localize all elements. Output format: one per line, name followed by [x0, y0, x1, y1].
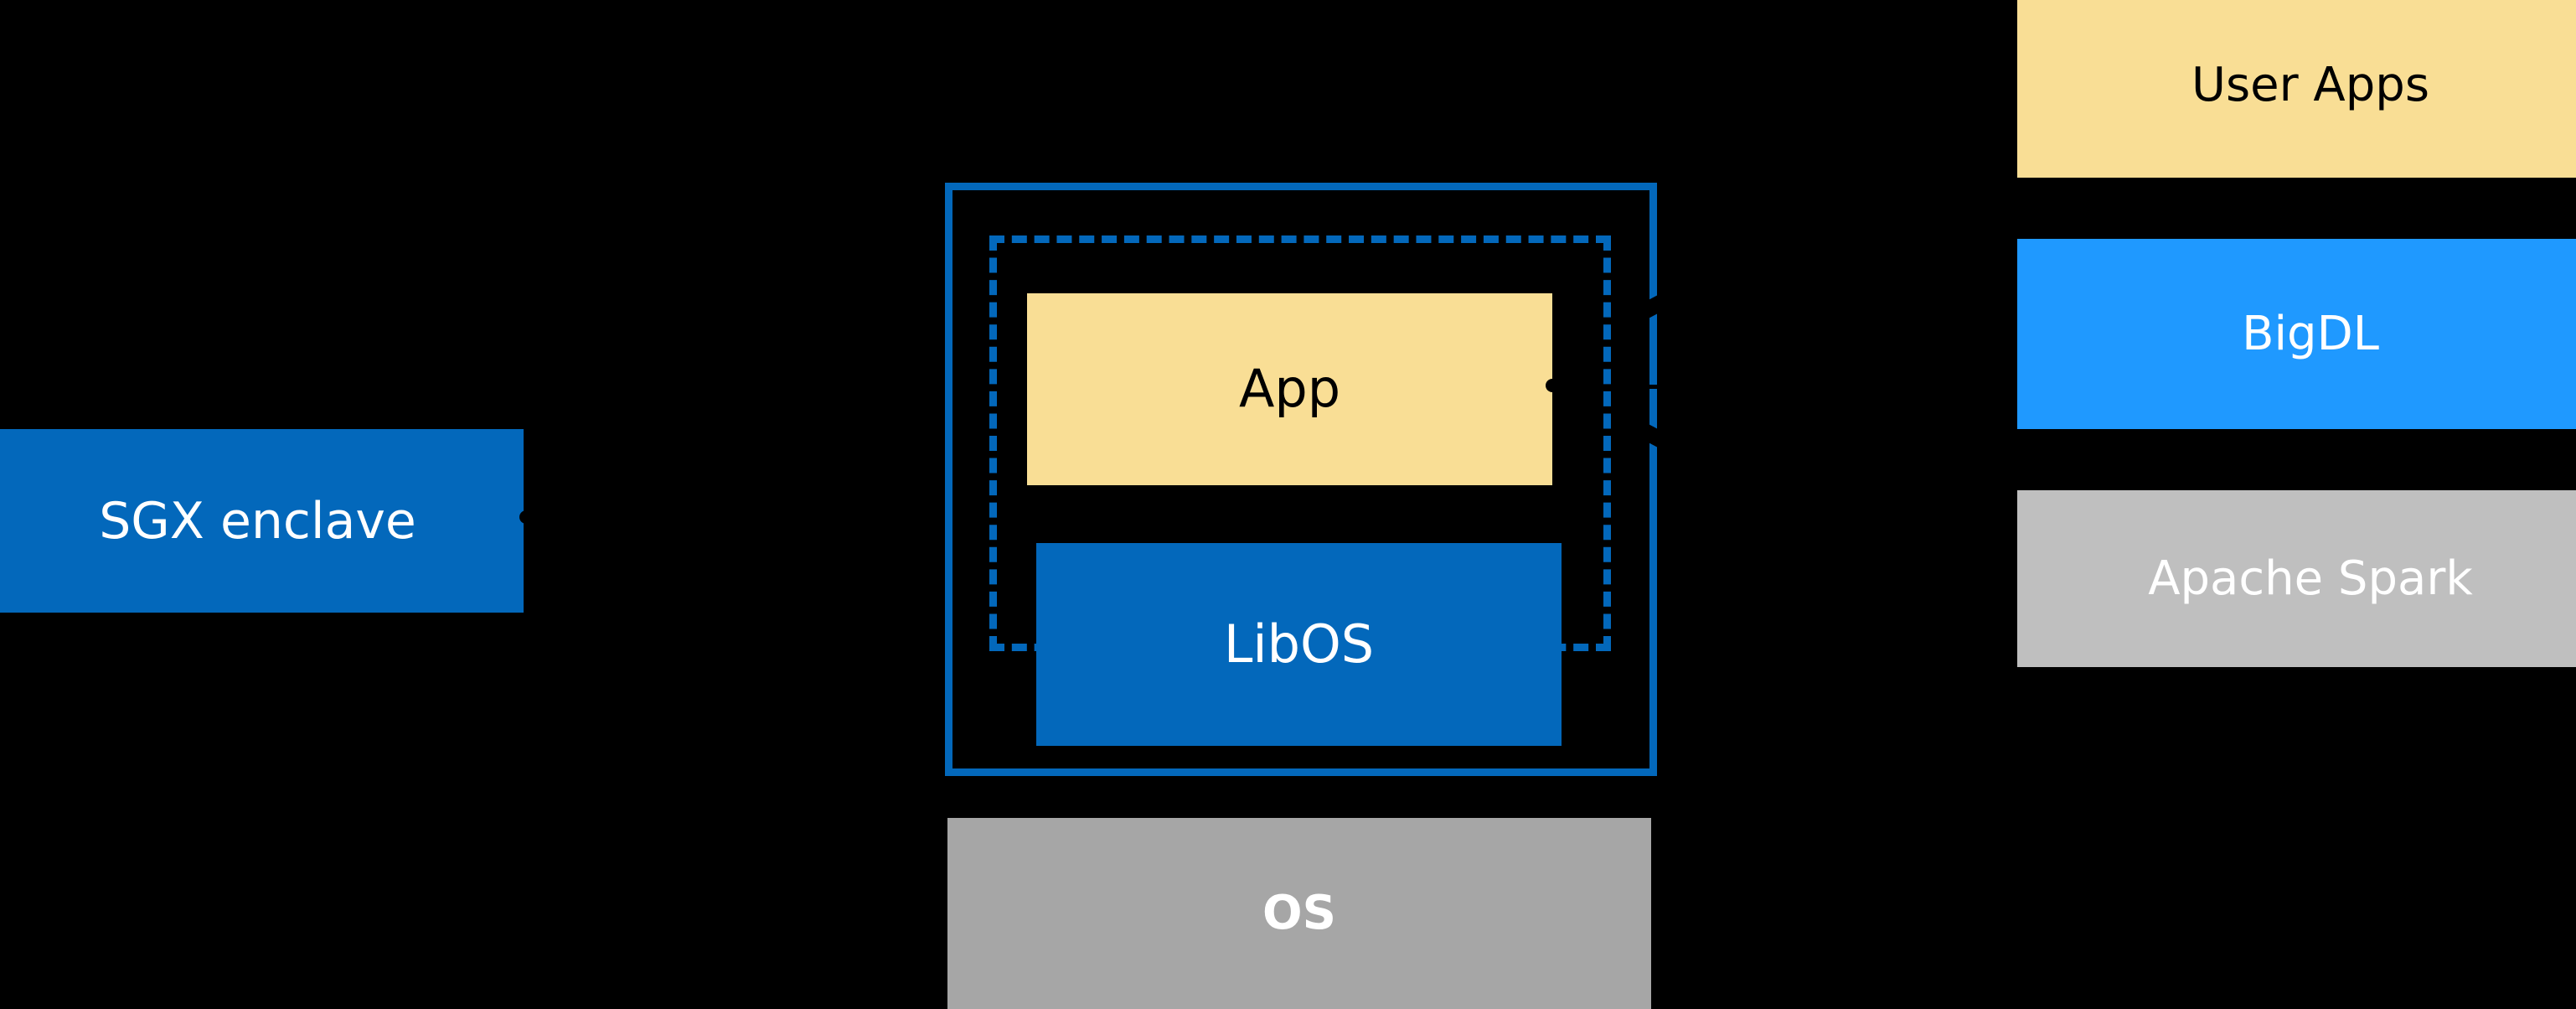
user-apps-box[interactable]: User Apps [2017, 0, 2576, 178]
sgx-to-enclave-connector-line [524, 516, 947, 520]
app-label: App [1238, 358, 1341, 420]
app-box[interactable]: App [1027, 293, 1552, 485]
apache-spark-box[interactable]: Apache Spark [2017, 490, 2576, 667]
app-connector-arrow-icon [1546, 379, 1559, 392]
libos-box[interactable]: LibOS [1036, 543, 1562, 746]
libos-label: LibOS [1223, 613, 1375, 675]
bigdl-box[interactable]: BigDL [2017, 239, 2576, 429]
bigdl-label: BigDL [2242, 306, 2379, 361]
os-box[interactable]: OS [947, 818, 1651, 1009]
sgx-enclave-box[interactable]: SGX enclave [0, 429, 524, 613]
enclave-boundary-outline [945, 183, 1657, 776]
sgx-enclave-label: SGX enclave [99, 491, 416, 551]
apache-spark-label: Apache Spark [2148, 551, 2473, 606]
app-to-right-stack-connector-line [1550, 385, 2019, 389]
sgx-connector-arrow-icon [519, 510, 533, 524]
os-label: OS [1262, 886, 1336, 941]
user-apps-label: User Apps [2191, 58, 2430, 113]
